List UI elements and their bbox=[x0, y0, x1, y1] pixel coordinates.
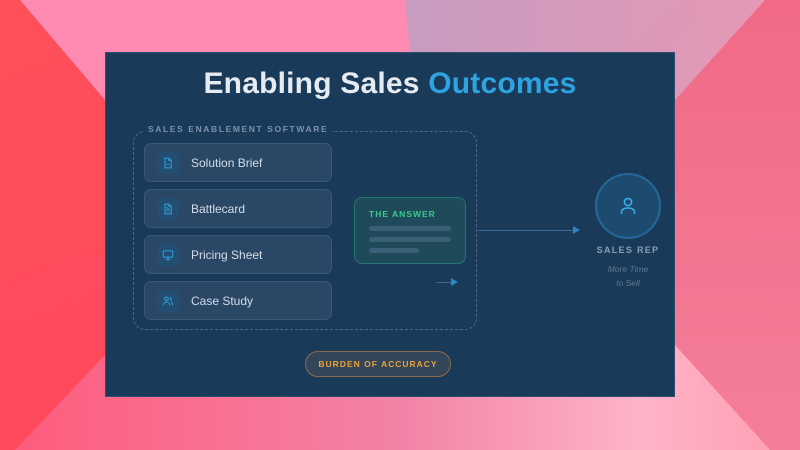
doc-item-battlecard: Battlecard bbox=[144, 189, 332, 228]
title-part-1: Enabling Sales bbox=[203, 67, 420, 100]
sales-enablement-group: SALES ENABLEMENT SOFTWARE Solution Brief… bbox=[133, 124, 477, 330]
doc-item-case-study: Case Study bbox=[144, 281, 332, 320]
answer-placeholder-line bbox=[369, 248, 419, 253]
document-icon bbox=[157, 151, 179, 174]
answer-placeholder-line bbox=[369, 237, 451, 242]
doc-label: Solution Brief bbox=[191, 155, 263, 170]
doc-item-solution-brief: Solution Brief bbox=[144, 143, 332, 182]
document-text-icon bbox=[157, 197, 179, 220]
group-label: SALES ENABLEMENT SOFTWARE bbox=[144, 124, 333, 134]
title-part-2: Outcomes bbox=[428, 67, 577, 100]
monitor-icon bbox=[157, 243, 179, 266]
page-title: Enabling Sales Outcomes bbox=[106, 67, 674, 101]
doc-label: Case Study bbox=[191, 293, 254, 308]
doc-label: Pricing Sheet bbox=[191, 247, 263, 262]
answer-title: THE ANSWER bbox=[369, 209, 436, 219]
user-icon bbox=[620, 197, 636, 214]
diagram-panel: Enabling Sales Outcomes SALES ENABLEMENT… bbox=[105, 52, 675, 397]
doc-label: Battlecard bbox=[191, 201, 246, 216]
document-list: Solution Brief Battlecard Pricing Sheet bbox=[144, 143, 332, 327]
doc-item-pricing-sheet: Pricing Sheet bbox=[144, 235, 332, 274]
sales-rep-label: SALES REP bbox=[596, 245, 660, 255]
answer-placeholder-line bbox=[369, 226, 451, 231]
burden-of-accuracy-badge: BURDEN OF ACCURACY bbox=[305, 351, 451, 377]
sales-rep-sub-line-1: More Time bbox=[607, 264, 649, 274]
users-icon bbox=[157, 289, 179, 312]
sales-rep-avatar bbox=[595, 173, 661, 239]
sales-rep-sub-line-2: to Sell bbox=[616, 277, 640, 288]
arrow-to-answer bbox=[436, 278, 458, 286]
arrow-to-sales-rep bbox=[478, 226, 580, 234]
answer-card: THE ANSWER bbox=[354, 197, 466, 264]
sales-rep-subtitle: More Time to Sell bbox=[576, 263, 680, 290]
